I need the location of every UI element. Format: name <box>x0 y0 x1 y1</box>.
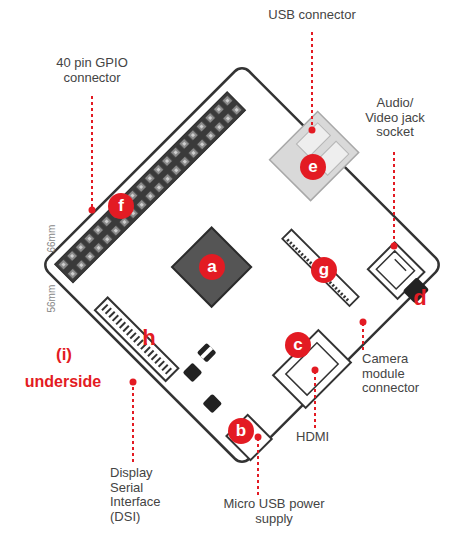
dsi-body <box>95 298 178 381</box>
smd-stripe <box>200 346 213 359</box>
leader-dot <box>360 319 367 326</box>
callout-letter: h <box>135 326 163 351</box>
part-label: Audio/ Video jack socket <box>360 96 430 140</box>
camera-connector <box>282 230 358 306</box>
dsi-pins <box>104 307 169 372</box>
leader-dot <box>255 434 262 441</box>
camera-pins <box>287 240 349 302</box>
leader-dot <box>309 127 316 134</box>
audio-jack <box>368 242 436 310</box>
leader-lines <box>92 32 394 495</box>
leader-line <box>393 152 395 244</box>
leader-dots <box>89 127 398 441</box>
callout-badge: g <box>311 257 337 283</box>
part-label: Display Serial Interface (DSI) <box>110 466 182 524</box>
part-label: Camera module connector <box>362 352 434 396</box>
callout-badge: a <box>199 254 225 280</box>
callout-letter: b <box>236 422 246 439</box>
part-label: USB connector <box>262 8 362 23</box>
leader-line <box>91 96 93 208</box>
camera-body <box>282 230 358 306</box>
smd-part <box>202 394 222 414</box>
callout-letter: underside <box>18 373 108 391</box>
audio-detail <box>376 251 414 289</box>
callout-letter: f <box>118 197 124 214</box>
leader-dot <box>312 367 319 374</box>
leader-dot <box>391 243 398 250</box>
callout-badge: e <box>300 154 326 180</box>
callout-letter: g <box>319 261 329 278</box>
hdmi-port <box>273 330 351 408</box>
leader-dot <box>130 379 137 386</box>
usb-port <box>270 112 359 201</box>
leader-dot <box>89 207 96 214</box>
micro-usb-port <box>226 415 271 460</box>
callout-letter: e <box>308 158 317 175</box>
leader-line <box>132 385 134 462</box>
part-label: HDMI <box>296 430 356 445</box>
dimension-label: 66mm <box>46 217 57 261</box>
part-label: Micro USB power supply <box>222 497 326 526</box>
smd-part <box>183 363 203 383</box>
processor-chip <box>172 228 251 307</box>
leader-line <box>362 325 364 350</box>
dimension-label: 56mm <box>46 277 57 321</box>
dsi-connector <box>95 298 178 381</box>
board-group <box>41 50 454 471</box>
leader-line <box>311 32 313 128</box>
callout-badge: b <box>228 418 254 444</box>
callout-letter: c <box>293 336 302 353</box>
smd-part <box>197 343 217 363</box>
callout-letter: d <box>406 286 434 311</box>
part-label: 40 pin GPIO connector <box>34 56 150 85</box>
small-components <box>174 343 245 414</box>
callout-badge: c <box>285 332 311 358</box>
callout-letter: a <box>207 258 216 275</box>
callout-letter: (i) <box>44 345 84 364</box>
gpio-header <box>55 92 246 283</box>
leader-line <box>257 440 259 495</box>
leader-line <box>314 372 316 428</box>
callout-badge: f <box>108 193 134 219</box>
board-outline <box>41 64 443 466</box>
usb-body <box>270 112 359 201</box>
hdmi-body <box>273 330 351 408</box>
